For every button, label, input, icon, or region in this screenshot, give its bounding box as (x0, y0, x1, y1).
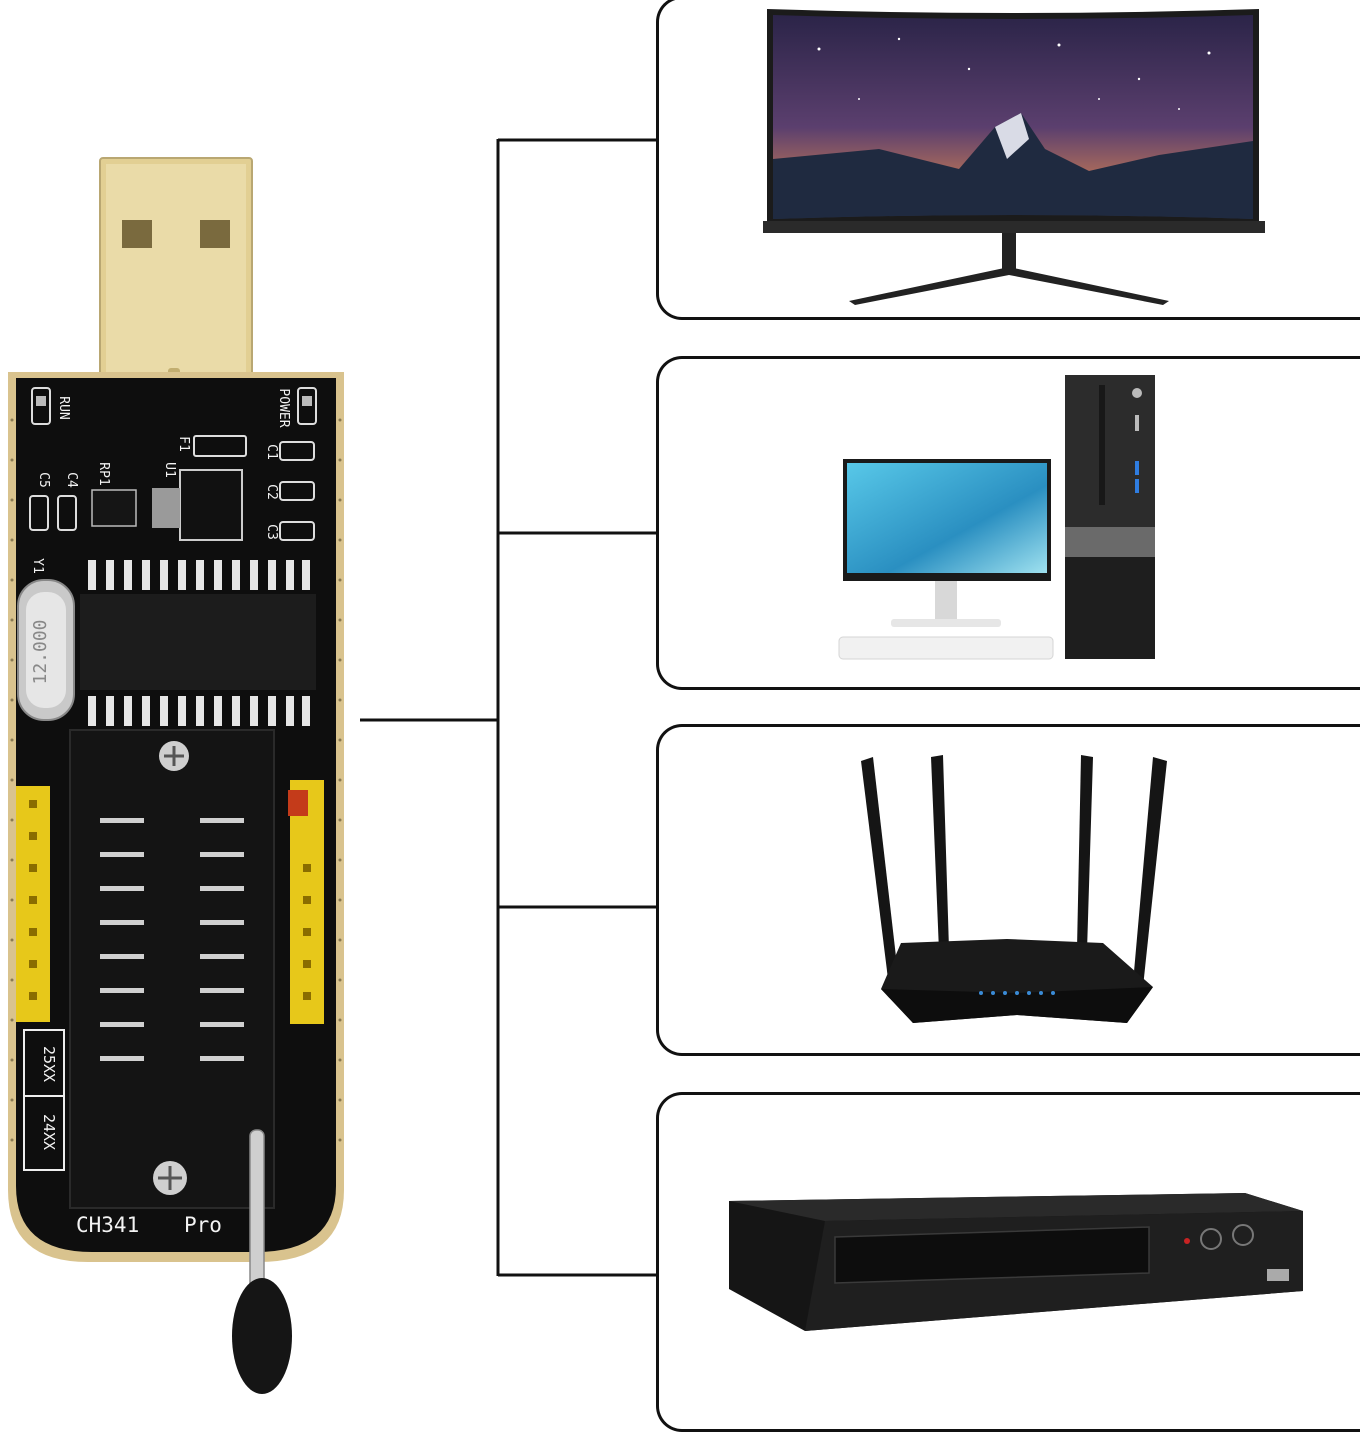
svg-text:RUN: RUN (56, 396, 71, 419)
set-top-box-panel (656, 1092, 1360, 1432)
model-label: CH341 (76, 1213, 139, 1237)
wifi-router (861, 755, 1167, 1023)
svg-text:C4: C4 (64, 472, 79, 488)
svg-text:C1: C1 (264, 444, 279, 460)
desktop-computer-panel (656, 356, 1360, 690)
svg-text:C5: C5 (36, 472, 51, 488)
svg-text:Y1: Y1 (30, 558, 45, 574)
run-led (31, 387, 51, 425)
variant-label: Pro (184, 1213, 222, 1237)
ch341a-chip (80, 594, 316, 690)
svg-text:25XX: 25XX (40, 1046, 58, 1082)
svg-text:RP1: RP1 (96, 462, 111, 485)
svg-text:F1: F1 (176, 436, 191, 452)
monitor-panel (656, 0, 1360, 320)
lever-knob (232, 1278, 292, 1394)
connector-lines (360, 138, 658, 1277)
voltage-regulator (179, 469, 243, 541)
svg-text:24XX: 24XX (40, 1114, 58, 1150)
svg-text:C3: C3 (264, 524, 279, 540)
set-top-box (729, 1193, 1303, 1331)
svg-text:POWER: POWER (276, 388, 291, 427)
power-led (297, 387, 317, 425)
ch341a-programmer: 12.000 25XX 24XX RUN POWER C1 C2 C3 C5 C… (8, 157, 344, 1394)
svg-text:U1: U1 (162, 462, 177, 478)
zif-socket (69, 729, 275, 1209)
svg-text:12.000: 12.000 (30, 619, 51, 684)
svg-text:C2: C2 (264, 484, 279, 500)
desktop-computer (838, 375, 1155, 660)
curved-monitor (763, 9, 1265, 305)
router-panel (656, 724, 1360, 1056)
